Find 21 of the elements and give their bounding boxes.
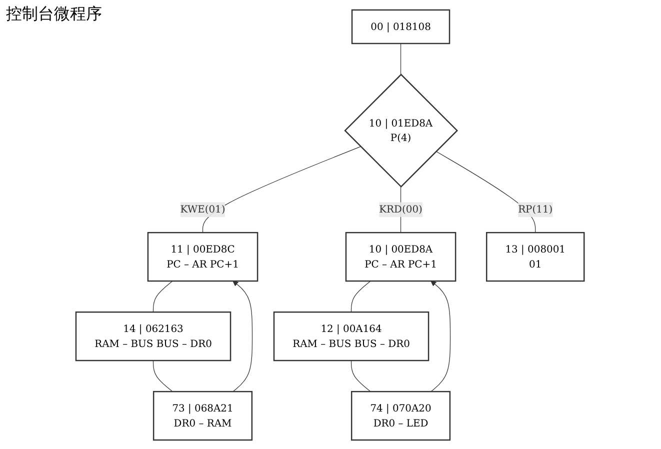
arrow	[431, 280, 452, 392]
node-box: 73 | 068A21 DR0 – RAM	[153, 390, 253, 440]
connector	[153, 360, 174, 392]
connector	[351, 280, 372, 312]
node-diamond: 10 | 01ED8A P(4)	[344, 73, 458, 188]
edge-label: RP(11)	[518, 202, 554, 215]
node-box: 11 | 00ED8C PC – AR PC+1	[148, 232, 259, 282]
node-box: 74 | 070A20 DR0 – LED	[351, 390, 452, 440]
connector	[400, 42, 402, 74]
arrow	[233, 280, 254, 392]
node-box: 14 | 062163 RAM – BUS BUS – DR0	[76, 310, 232, 361]
diagram-title: 控制台微程序	[6, 4, 102, 25]
connector	[202, 146, 362, 232]
edge-label: KRD(00)	[380, 202, 423, 215]
edge-label: KWE(01)	[180, 202, 226, 215]
node-box: 12 | 00A164 RAM – BUS BUS – DR0	[274, 310, 430, 361]
node-box: 10 | 00ED8A PC – AR PC+1	[346, 232, 457, 282]
connector	[351, 360, 372, 392]
connector	[153, 280, 174, 312]
node-box: 00 | 018108	[352, 8, 451, 44]
node-box: 13 | 008001 01	[486, 232, 586, 282]
